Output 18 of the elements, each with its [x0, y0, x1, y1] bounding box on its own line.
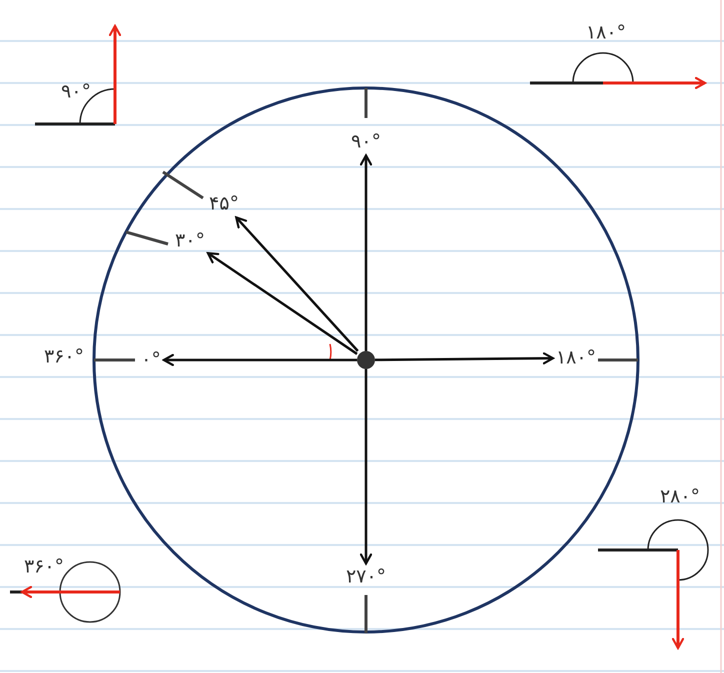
angle-label: ۳۰° — [175, 230, 205, 252]
angle-label: ۰° — [141, 350, 161, 370]
angle-label: ۴۵° — [209, 194, 239, 214]
angle-label: ۲۸۰° — [660, 486, 700, 508]
angle-label: ۲۷۰° — [346, 566, 386, 588]
angle-label: ۳۶۰° — [44, 346, 84, 368]
arrow — [235, 216, 359, 352]
angle-label: ۹۰° — [351, 132, 381, 152]
arrow — [374, 352, 554, 364]
arrow — [360, 154, 372, 351]
arrow — [162, 354, 357, 366]
angle-label: ۹۰° — [61, 82, 91, 102]
angle-label: ۱۸۰° — [586, 22, 626, 44]
angle-label: ۳۶۰° — [24, 556, 64, 578]
angle-label: ۱۸۰° — [556, 348, 596, 368]
arrow — [360, 369, 372, 565]
arrow — [206, 252, 358, 355]
center-dot — [357, 351, 375, 369]
